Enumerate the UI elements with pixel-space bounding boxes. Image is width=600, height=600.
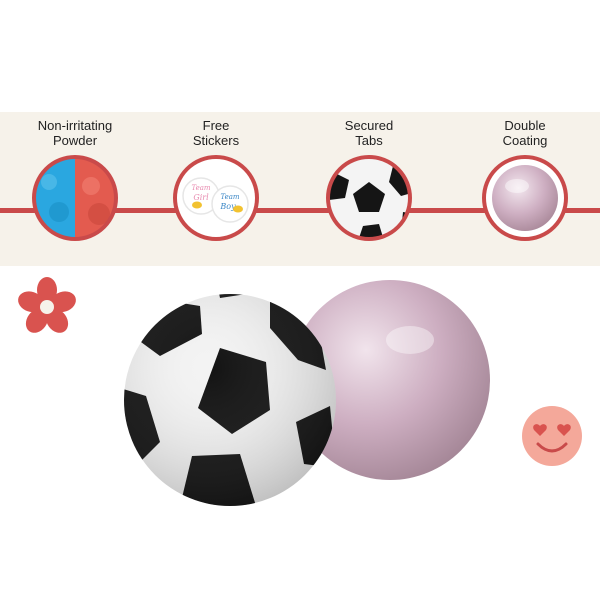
sticker-boy-text: Boy: [219, 202, 236, 211]
powder-swatch-icon: [32, 155, 118, 241]
feature-tabs: Secured Tabs: [304, 118, 434, 244]
soccer-ball: [124, 294, 336, 506]
soccer-ball-closeup-icon: [326, 155, 412, 241]
sticker-pair-icon: Team Girl Team Boy: [173, 155, 259, 241]
heart-eyes-smiley-icon: [522, 406, 582, 466]
product-balls: [124, 280, 490, 506]
feature-label: Double Coating: [502, 118, 548, 148]
flower-icon: [18, 277, 76, 333]
feature-label: Secured Tabs: [344, 118, 394, 148]
feature-stickers: Free Stickers Team Girl Team Boy: [151, 118, 281, 244]
accent-divider: [0, 208, 600, 213]
pearl-ball-closeup-icon: [482, 155, 568, 241]
sticker-girl-text: Girl: [193, 193, 209, 202]
feature-label: Non-irritating Powder: [37, 118, 113, 148]
pearl-ball: [290, 280, 490, 480]
sticker-team-text: Team: [191, 184, 210, 192]
bee-icon: [233, 205, 243, 213]
sticker-team-text: Team: [220, 193, 239, 201]
bee-icon: [192, 201, 202, 209]
feature-label: Free Stickers: [192, 118, 240, 148]
feature-powder: Non-irritating Powder: [10, 118, 140, 244]
feature-coating: Double Coating: [460, 118, 590, 244]
